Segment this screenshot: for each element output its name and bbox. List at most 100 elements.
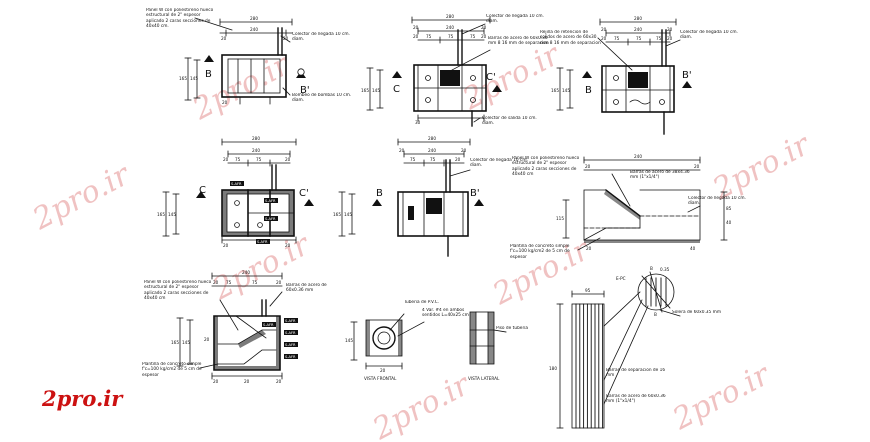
drawing-4-hatch (222, 190, 294, 236)
dim-text: 20 (285, 243, 291, 248)
section-mark-label: B' (470, 188, 480, 199)
section-mark-label: B (585, 85, 592, 96)
drawing-2-plan (366, 16, 491, 127)
drawing-9-annotations: 95 180 0.35 E-PC B B (549, 266, 670, 371)
dim-text: 20 (413, 25, 419, 30)
dim-text: 280 (634, 16, 642, 21)
dim-text: 20 (221, 36, 227, 41)
dim-text: 20 (399, 148, 405, 153)
section-cut-arrow (304, 199, 314, 206)
drawing-5-screen-chamber (426, 198, 442, 214)
dim-text: 20 (244, 379, 250, 384)
drawing-5-section-marks: B B' (376, 188, 480, 199)
drawing-7-annotations: 240 20 20 75 75 20 165 145 20 20 20 (171, 270, 282, 384)
dim-text: 20 (213, 280, 219, 285)
detail-label: E-PC (616, 276, 626, 281)
section-mark-label: C (393, 84, 400, 95)
section-mark-label: C' (486, 72, 496, 83)
drawing-6-note-slab: Plantilla de concreto simple f'c=100 kg/… (510, 244, 570, 260)
dim-text: 280 (446, 14, 454, 19)
dim-text: 165 (361, 88, 369, 93)
section-mark-label: C (199, 185, 206, 196)
dim-text: 165 (333, 212, 341, 217)
dim-text: 20 (223, 157, 229, 162)
dim-text: 240 (242, 270, 250, 275)
dim-text: 240 (252, 148, 260, 153)
brand-logo: 2pro.ir (42, 386, 123, 411)
section-mark-label: B (376, 188, 383, 199)
dim-text: 20 (455, 157, 461, 162)
drawing-5-annotations: 280 20 240 20 75 75 20 165 145 (333, 136, 467, 217)
dim-text: 20 (285, 157, 291, 162)
dim-text: 145 (562, 88, 570, 93)
dim-text: 240 (250, 27, 258, 32)
drawing-2-section-marks: C C' (393, 72, 496, 95)
drawing-6-note-panel: Panel W con poliestireno hueco estructur… (512, 156, 579, 177)
dim-text: 75 (448, 34, 454, 39)
section-cut-arrow (582, 71, 592, 78)
dim-text: 75 (410, 157, 416, 162)
drawing-7-hatch (214, 316, 280, 370)
dim-text: 165 (551, 88, 559, 93)
dim-text: 20 (276, 379, 282, 384)
drawing-1-plan (184, 17, 293, 105)
drawing-5-inlet-block (408, 206, 414, 220)
drawing-4-tags: S-AFR S-AFR S-AFR S-AFR (230, 181, 278, 244)
section-cut-arrow (682, 81, 692, 88)
dim-text: 20 (667, 27, 673, 32)
drawing-2-annotations: 280 20 240 20 20 75 75 75 20 165 145 30 (361, 14, 487, 125)
section-cut-arrow (372, 199, 382, 206)
section-mark-label: C' (299, 188, 309, 199)
drawing-6-annotations: 240 20 20 85 40 115 20 40 (556, 154, 732, 251)
dim-text: 20 (413, 34, 419, 39)
section-mark-label: B (205, 69, 212, 80)
dim-text: 75 (226, 280, 232, 285)
dim-text: 145 (182, 340, 190, 345)
dim-text: 165 (179, 76, 187, 81)
dim-text: 85 (726, 206, 732, 211)
dim-text: 75 (430, 157, 436, 162)
drawing-2-note-inlet: Colector de llegada 10 cm. diam. (486, 14, 544, 24)
dim-text: 20 (586, 246, 592, 251)
dim-text: 75 (235, 157, 241, 162)
section-cut-arrow (474, 199, 484, 206)
drawing-1-note-inlet: Colector de llegada 10 cm. diam. (292, 32, 350, 42)
dim-text: 20 (601, 27, 607, 32)
drawing-3-note-inlet: Colector de llegada 10 cm. diam. (680, 30, 738, 40)
dim-text: 20 (461, 148, 467, 153)
drawing-9-note-plate: Solera de 60x0.35 mm (672, 310, 721, 315)
drawing-2-screen-chamber (440, 70, 460, 86)
dim-text: 0.35 (660, 267, 670, 272)
tag-label: S-AFR (285, 331, 296, 335)
drawing-1-note-pump: Bombeo de bombas 10 cm. diam. (292, 93, 351, 103)
drawing-4-section-marks: C C' (199, 185, 309, 199)
drawing-8-hatch (366, 312, 494, 364)
view-caption: VISTA LATERAL (468, 376, 500, 381)
watermark-text: 2pro.ir (666, 357, 776, 438)
drawing-7-note-slab: Plantilla de concreto simple f'c=100 kg/… (142, 362, 202, 378)
tag-label: S-AFR (265, 199, 276, 203)
section-cut-arrow (196, 191, 206, 198)
dim-text: 145 (345, 338, 353, 343)
dim-text: 40 (690, 246, 696, 251)
drawing-1-note-panel: Panel W con poliestireno hueco estructur… (146, 8, 213, 29)
dim-text: 240 (634, 154, 642, 159)
detail-label: B (654, 312, 657, 317)
section-mark-label: B' (300, 85, 310, 96)
tag-label: S-AFR (285, 355, 296, 359)
dim-text: 20 (481, 34, 487, 39)
dim-text: 240 (428, 148, 436, 153)
drawing-3-screen-chamber (628, 72, 648, 88)
dim-text: 280 (250, 16, 258, 21)
dim-text: 20 (213, 379, 219, 384)
drawing-3-annotations: 280 20 240 20 20 75 75 75 20 165 145 (551, 16, 673, 93)
drawing-6-section (562, 156, 728, 251)
drawing-6-note-inlet: Colector de llegada 10 cm. diam. (688, 196, 746, 206)
drawing-6-hatch (584, 190, 700, 243)
drawing-5-note-inlet: Colector de llegada 10 cm. diam. (470, 158, 528, 168)
dim-text: 165 (157, 212, 165, 217)
dim-text: 20 (585, 164, 591, 169)
dim-text: 75 (636, 36, 642, 41)
dim-text: 20 (222, 100, 228, 105)
